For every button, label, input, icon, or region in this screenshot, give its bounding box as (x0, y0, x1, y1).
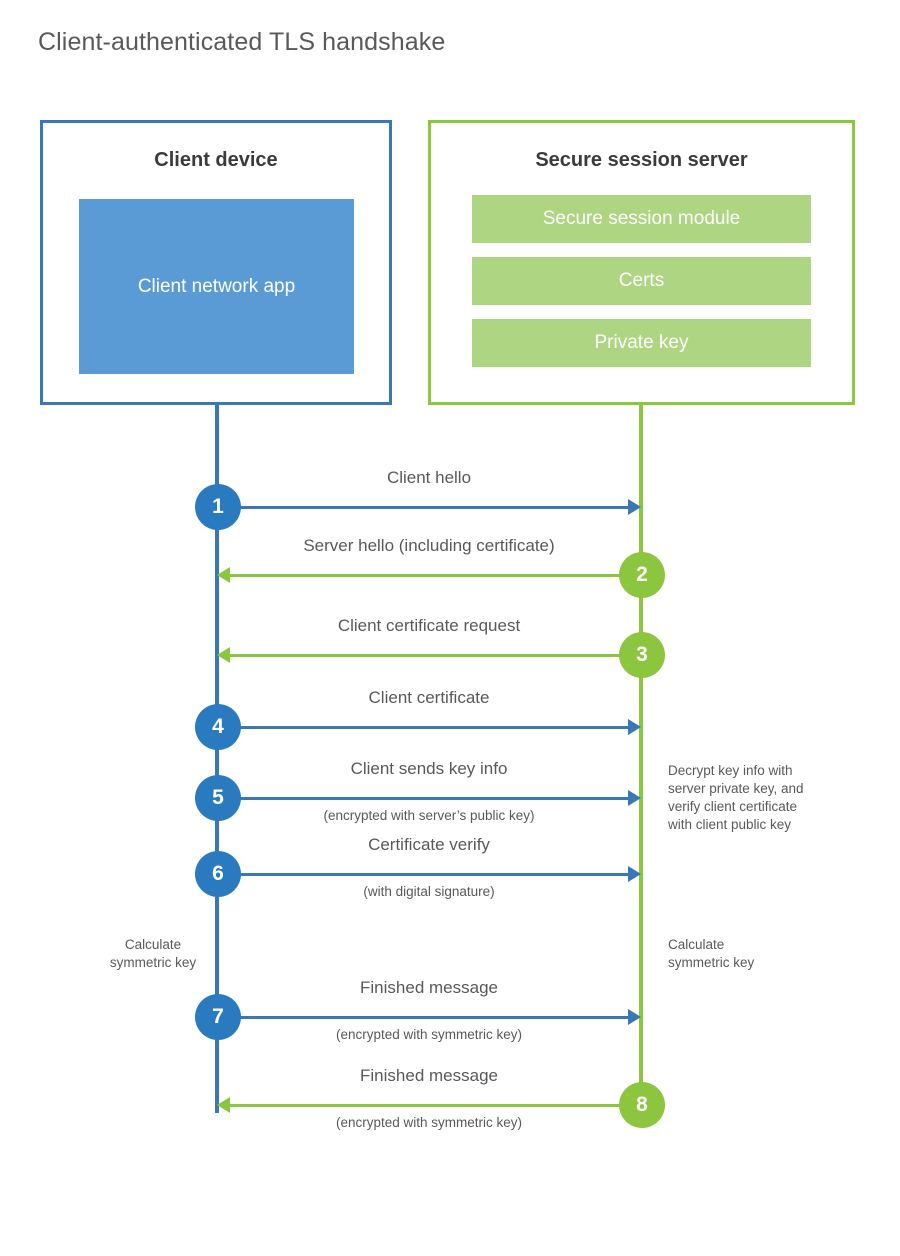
step-circle-8[interactable]: 8 (619, 1082, 665, 1128)
message-arrow-shaft (228, 654, 641, 657)
step-circle-4[interactable]: 4 (195, 704, 241, 750)
server-calculate-symmetric-key-annotation: Calculate symmetric key (668, 936, 798, 972)
client-device-box: Client device Client network app (40, 120, 392, 405)
message-label: Finished message (360, 978, 498, 997)
arrowhead-right-icon (628, 866, 641, 882)
step-circle-1[interactable]: 1 (195, 484, 241, 530)
server-components-list: Secure session module Certs Private key (472, 195, 811, 367)
client-lifeline (215, 405, 219, 1113)
message-arrow-shaft (217, 506, 630, 509)
page-title: Client-authenticated TLS handshake (38, 28, 446, 56)
message-label: Client certificate request (337, 616, 521, 635)
message-sublabel: (encrypted with server’s public key) (323, 808, 535, 823)
arrowhead-left-icon (217, 567, 230, 583)
step-circle-5[interactable]: 5 (195, 775, 241, 821)
annotation-line: Calculate (124, 937, 182, 952)
arrowhead-right-icon (628, 499, 641, 515)
annotation-line: symmetric key (668, 955, 755, 970)
message-label: Client sends key info (350, 759, 508, 778)
message-sublabel: (encrypted with symmetric key) (335, 1115, 523, 1130)
annotation-line: server private key, and (668, 781, 804, 796)
step-circle-3[interactable]: 3 (619, 632, 665, 678)
message-arrow-shaft (217, 1016, 630, 1019)
arrowhead-right-icon (628, 1009, 641, 1025)
message-sublabel: (encrypted with symmetric key) (335, 1027, 523, 1042)
message-arrow-shaft (228, 574, 641, 577)
step-circle-2[interactable]: 2 (619, 552, 665, 598)
message-label: Client certificate (368, 688, 490, 707)
arrowhead-left-icon (217, 1097, 230, 1113)
message-label: Finished message (360, 1066, 498, 1085)
client-device-title: Client device (154, 149, 278, 171)
server-lifeline (639, 405, 643, 1105)
message-sublabel: (with digital signature) (363, 884, 495, 899)
annotation-line: Decrypt key info with (668, 763, 793, 778)
message-label: Server hello (including certificate) (303, 536, 555, 555)
server-component-private-key: Private key (472, 319, 811, 367)
arrowhead-left-icon (217, 647, 230, 663)
secure-session-server-box: Secure session server Secure session mod… (428, 120, 855, 405)
message-arrow-shaft (217, 726, 630, 729)
message-label: Client hello (386, 468, 472, 487)
step-circle-7[interactable]: 7 (195, 994, 241, 1040)
annotation-line: Calculate (668, 937, 725, 952)
server-component-secure-session-module: Secure session module (472, 195, 811, 243)
message-arrow-shaft (217, 873, 630, 876)
server-component-certs: Certs (472, 257, 811, 305)
server-decrypt-annotation: Decrypt key info with server private key,… (668, 762, 858, 834)
message-label: Certificate verify (368, 835, 490, 854)
annotation-line: symmetric key (109, 955, 197, 970)
arrowhead-right-icon (628, 719, 641, 735)
message-arrow-shaft (217, 797, 630, 800)
secure-session-server-title: Secure session server (535, 149, 748, 171)
arrowhead-right-icon (628, 790, 641, 806)
message-arrow-shaft (228, 1104, 641, 1107)
step-circle-6[interactable]: 6 (195, 851, 241, 897)
client-network-app-label: Client network app (137, 276, 296, 297)
annotation-line: with client public key (668, 817, 792, 832)
client-network-app-block: Client network app (79, 199, 354, 374)
annotation-line: verify client certificate (668, 799, 798, 814)
client-calculate-symmetric-key-annotation: Calculate symmetric key (88, 936, 218, 972)
